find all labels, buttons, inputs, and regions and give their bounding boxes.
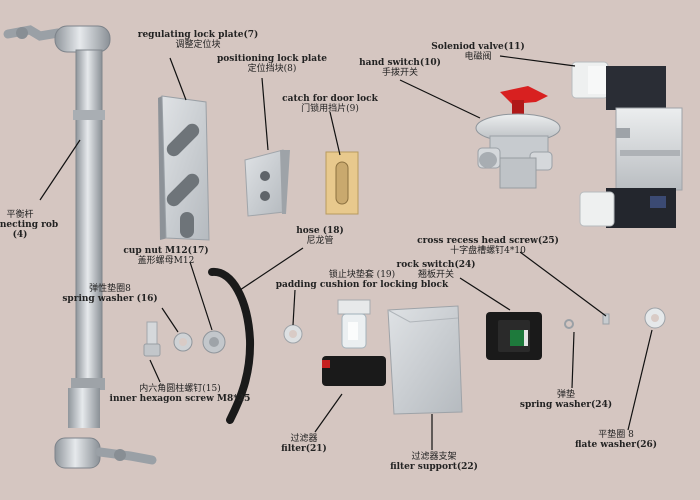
label-hex-screw: 内六角圆柱螺钉(15) inner hexagon screw M8*25 — [110, 384, 251, 404]
label-en: hose (18) — [296, 226, 344, 236]
label-cross-screw: cross recess head screw(25) 十字盘槽螺钉4*10 — [417, 236, 559, 256]
label-en: cup nut M12(17) — [123, 246, 209, 256]
label-en: inner hexagon screw M8*25 — [109, 394, 251, 404]
spring-washer-16 — [173, 332, 193, 352]
label-en: rock switch(24) — [396, 260, 476, 270]
rock-switch — [486, 312, 542, 360]
label-catch: catch for door lock 门锁用挡片(9) — [282, 94, 378, 114]
label-zh: 手拨开关 — [381, 68, 418, 78]
label-en: spring washer (16) — [62, 294, 158, 304]
padding-cushion — [283, 324, 303, 344]
label-connecting-rod: 平衡杆 connecting rob (4) — [0, 210, 58, 240]
label-cup-nut: cup nut M12(17) 盖形螺母M12 — [123, 246, 208, 266]
label-en: spring washer(24) — [519, 400, 613, 410]
label-zh: 平衡杆 — [6, 210, 34, 220]
label-zh: 盖形螺母M12 — [137, 256, 195, 266]
solenoid-valve — [571, 61, 683, 228]
label-en: padding cushion for locking block — [275, 280, 449, 290]
label-zh: 平垫圈 8 — [598, 430, 634, 440]
door-lock-catch — [325, 151, 359, 215]
label-zh: 调整定位块 — [175, 40, 221, 50]
label-en: hand switch(10) — [359, 58, 441, 68]
label-en: flate washer(26) — [574, 440, 658, 450]
label-rock-switch: rock switch(24) 翘板开关 — [396, 260, 475, 280]
flat-washer — [644, 307, 666, 329]
label-zh: 内六角圆柱螺钉(15) — [139, 384, 221, 394]
label-en: connecting rob — [0, 220, 59, 230]
label-hose: hose (18) 尼龙管 — [296, 226, 344, 246]
positioning-lock-plate — [244, 149, 290, 217]
label-filter-support: 过滤器支架 filter support(22) — [390, 452, 478, 472]
label-hand-switch: hand switch(10) 手拨开关 — [359, 58, 441, 78]
label-zh: 翘板开关 — [417, 270, 454, 280]
label-zh: 门锁用挡片(9) — [301, 104, 359, 114]
label-zh: 弹性垫圈8 — [89, 284, 131, 294]
leader-lines — [39, 55, 653, 450]
label-en: filter support(22) — [390, 462, 478, 472]
label-flat-washer: 平垫圈 8 flate washer(26) — [575, 430, 657, 450]
hex-screw — [143, 321, 161, 357]
label-en: regulating lock plate(7) — [137, 30, 259, 40]
regulating-lock-plate — [158, 95, 210, 241]
label-zh: 过滤器支架 — [411, 452, 457, 462]
label-spring-washer-24: 弹垫 spring washer(24) — [520, 390, 612, 410]
filter-support — [387, 305, 463, 415]
nylon-hose — [208, 268, 255, 424]
label-en: positioning lock plate — [217, 54, 327, 64]
label-zh: 过滤器 — [290, 434, 318, 444]
connecting-rod — [3, 25, 157, 469]
hand-switch — [475, 86, 561, 189]
label-regulating-plate: regulating lock plate(7) 调整定位块 — [138, 30, 259, 50]
label-en: catch for door lock — [282, 94, 378, 104]
label-zh: 十字盘槽螺钉4*10 — [450, 246, 526, 256]
label-en: filter(21) — [281, 444, 327, 454]
label-zh: 电磁阀 — [464, 52, 492, 62]
spring-washer-24 — [564, 319, 574, 329]
label-padding: 锁止块垫套 (19) padding cushion for locking b… — [276, 270, 449, 290]
cross-recess-screw — [602, 313, 610, 325]
label-zh: 弹垫 — [556, 390, 576, 400]
cup-nut — [202, 330, 226, 354]
label-solenoid: Soleniod valve(11) 电磁阀 — [431, 42, 525, 62]
label-en: cross recess head screw(25) — [417, 236, 559, 246]
label-zh: 尼龙管 — [306, 236, 334, 246]
air-filter — [322, 299, 386, 386]
label-filter: 过滤器 filter(21) — [281, 434, 327, 454]
label-en: Soleniod valve(11) — [431, 42, 525, 52]
label-positioning-plate: positioning lock plate 定位挡块(8) — [217, 54, 327, 74]
label-num: (4) — [12, 230, 28, 240]
label-spring-washer-16: 弹性垫圈8 spring washer (16) — [62, 284, 157, 304]
label-zh: 定位挡块(8) — [247, 64, 297, 74]
label-zh: 锁止块垫套 (19) — [328, 270, 396, 280]
